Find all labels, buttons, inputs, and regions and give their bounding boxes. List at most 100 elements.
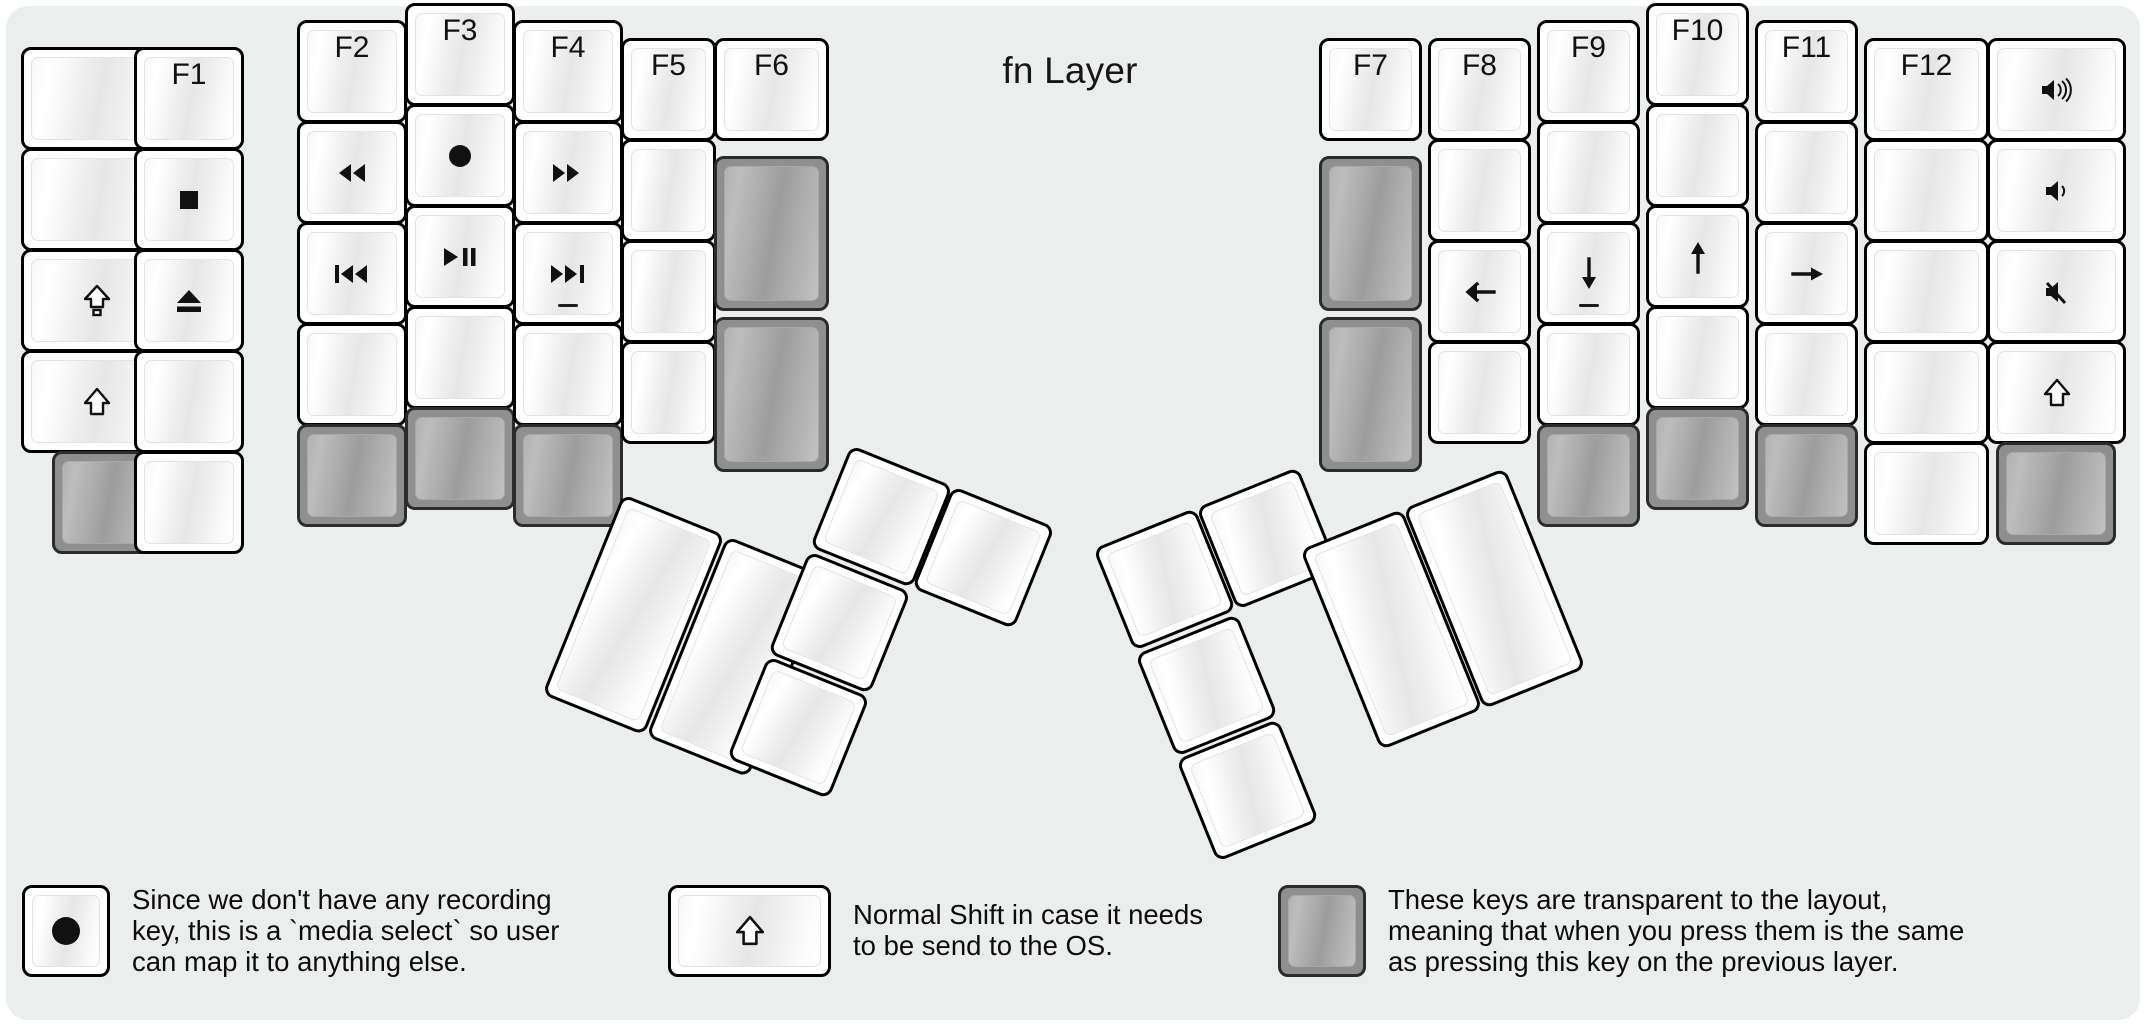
key-right-c4-r4[interactable] <box>1646 306 1749 409</box>
key-left-c3-r2-rewind[interactable] <box>297 121 407 224</box>
next-track-icon <box>549 263 587 285</box>
key-right-c7-r5-transparent[interactable] <box>1996 442 2116 545</box>
key-right-c6-r5[interactable] <box>1864 442 1989 545</box>
key-left-c2-r1-f1[interactable]: F1 <box>134 47 244 150</box>
key-left-c3-r3-previous-track[interactable] <box>297 222 407 325</box>
key-left-c2-r2-media-stop[interactable] <box>134 148 244 251</box>
key-right-c2-r1-f8[interactable]: F8 <box>1428 38 1531 141</box>
key-right-c5-r1-f11[interactable]: F11 <box>1755 20 1858 123</box>
play-pause-icon <box>442 246 478 268</box>
key-label: F12 <box>1900 49 1953 82</box>
key-right-c5-r5-transparent[interactable] <box>1755 424 1858 527</box>
key-right-c1-r3-transparent-tall[interactable] <box>1319 317 1422 472</box>
key-right-c7-r1-volume-up[interactable] <box>1987 38 2126 141</box>
key-right-c3-r5-transparent[interactable] <box>1537 424 1640 527</box>
key-right-c3-r2[interactable] <box>1537 121 1640 224</box>
key-left-c5-r1-f4[interactable]: F4 <box>513 20 623 123</box>
legend-text-transparent: These keys are transparent to the layout… <box>1388 884 1965 977</box>
key-label: F8 <box>1461 49 1497 82</box>
volume-mute-icon <box>2043 279 2071 305</box>
record-icon <box>50 915 82 947</box>
key-right-c6-r1-f12[interactable]: F12 <box>1864 38 1989 141</box>
key-right-c2-r3-arrow-left[interactable] <box>1428 240 1531 343</box>
key-left-c2-r3-eject[interactable] <box>134 249 244 352</box>
key-right-c4-r5-transparent[interactable] <box>1646 407 1749 510</box>
key-right-c2-r4[interactable] <box>1428 341 1531 444</box>
key-left-c7-r3-transparent-tall[interactable] <box>714 317 829 472</box>
key-right-c4-r1-f10[interactable]: F10 <box>1646 3 1749 106</box>
legend-item-transparent: These keys are transparent to the layout… <box>1278 884 1965 978</box>
key-right-c4-r2[interactable] <box>1646 104 1749 207</box>
legend-item-shift: Normal Shift in case it needs to be send… <box>668 885 1203 977</box>
key-label: F1 <box>171 58 207 91</box>
arrow-left-icon <box>1463 280 1497 304</box>
arrow-right-icon <box>1790 262 1824 286</box>
key-right-c3-r4[interactable] <box>1537 323 1640 426</box>
fast-forward-icon <box>551 162 585 184</box>
key-right-c6-r4[interactable] <box>1864 341 1989 444</box>
legend-key-transparent <box>1278 885 1366 978</box>
key-left-c7-r1-f6[interactable]: F6 <box>714 38 829 141</box>
key-right-c6-r3[interactable] <box>1864 240 1989 343</box>
shift-icon <box>2043 378 2071 408</box>
key-label: F7 <box>1352 49 1388 82</box>
key-left-c5-r3-next-track[interactable] <box>513 222 623 325</box>
key-left-c5-r2-fast-forward[interactable] <box>513 121 623 224</box>
arrow-down-icon <box>1577 256 1601 291</box>
key-right-c6-r2[interactable] <box>1864 139 1989 242</box>
eject-icon <box>175 288 203 314</box>
key-left-c2-r4[interactable] <box>134 350 244 453</box>
key-label: F4 <box>550 31 586 64</box>
key-left-c6-r1-f5[interactable]: F5 <box>621 38 716 141</box>
key-right-c5-r3-arrow-right[interactable] <box>1755 222 1858 325</box>
key-right-c1-r2-transparent-tall[interactable] <box>1319 156 1422 311</box>
key-left-c3-r4[interactable] <box>297 323 407 426</box>
key-label: F3 <box>442 14 478 47</box>
key-right-c3-r3-arrow-down[interactable] <box>1537 222 1640 325</box>
key-right-c7-r4-shift[interactable] <box>1987 341 2126 444</box>
key-left-c3-r1-f2[interactable]: F2 <box>297 20 407 123</box>
key-right-c2-r2[interactable] <box>1428 139 1531 242</box>
key-left-c4-r3-play-pause[interactable] <box>405 205 515 308</box>
key-left-c3-r5-transparent[interactable] <box>297 424 407 527</box>
key-left-c5-r5-transparent[interactable] <box>513 424 623 527</box>
key-left-c5-r4[interactable] <box>513 323 623 426</box>
key-left-c6-r4[interactable] <box>621 341 716 444</box>
rewind-icon <box>335 162 369 184</box>
key-right-c5-r4[interactable] <box>1755 323 1858 426</box>
key-right-c4-r3-arrow-up[interactable] <box>1646 205 1749 308</box>
shift-icon <box>83 387 111 417</box>
key-right-c5-r2[interactable] <box>1755 121 1858 224</box>
previous-track-icon <box>333 263 371 285</box>
key-label: F5 <box>650 49 686 82</box>
key-left-c4-r1-f3[interactable]: F3 <box>405 3 515 106</box>
key-label: F10 <box>1671 14 1724 47</box>
legend-key-record <box>22 885 110 978</box>
record-icon <box>447 143 473 169</box>
key-right-c1-r1-f7[interactable]: F7 <box>1319 38 1422 141</box>
homing-bar <box>558 304 578 307</box>
key-right-c3-r1-f9[interactable]: F9 <box>1537 20 1640 123</box>
key-left-c6-r3[interactable] <box>621 240 716 343</box>
page-title: fn Layer <box>1002 50 1138 91</box>
key-label: F2 <box>334 31 370 64</box>
key-left-c6-r2[interactable] <box>621 139 716 242</box>
key-left-c4-r2-record[interactable] <box>405 104 515 207</box>
key-left-c7-r2-transparent-tall[interactable] <box>714 156 829 311</box>
media-stop-icon <box>177 188 201 212</box>
arrow-up-icon <box>1686 240 1710 274</box>
key-left-c2-r5[interactable] <box>134 451 244 554</box>
key-label: F11 <box>1781 31 1832 64</box>
key-right-c7-r2-volume-down[interactable] <box>1987 139 2126 242</box>
shift-icon <box>735 915 765 947</box>
volume-down-icon <box>2043 178 2071 204</box>
homing-bar <box>1578 304 1599 307</box>
key-left-c4-r5-transparent[interactable] <box>405 407 515 510</box>
legend-text-record: Since we don't have any recording key, t… <box>132 884 560 977</box>
key-left-c4-r4[interactable] <box>405 306 515 409</box>
key-label: F9 <box>1570 31 1606 64</box>
legend-text-shift: Normal Shift in case it needs to be send… <box>853 899 1204 961</box>
key-right-c7-r3-volume-mute[interactable] <box>1987 240 2126 343</box>
key-label: F6 <box>753 49 789 82</box>
